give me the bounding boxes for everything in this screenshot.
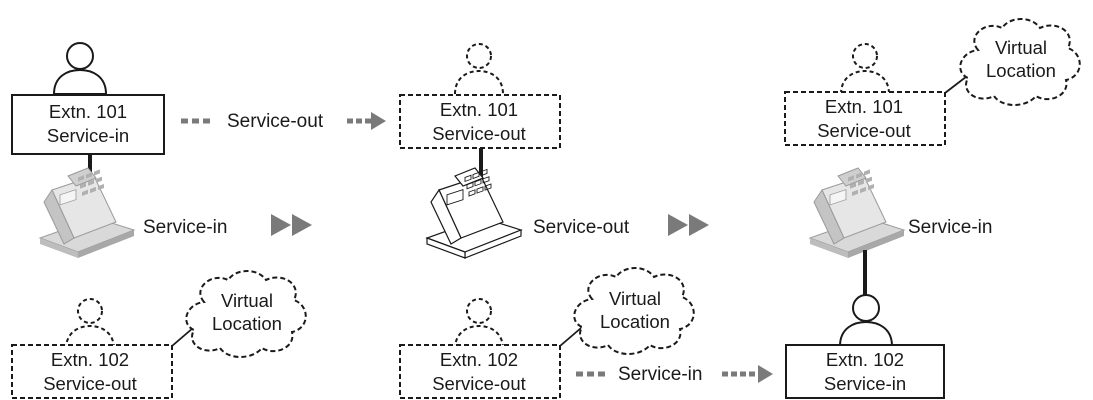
transition-arrow-top: Service-out [181,111,386,132]
arrow-label-service-out: Service-out [227,111,324,132]
extn-101-state: Service-out [432,123,526,144]
panel-1: Extn. 101 Service-in Service-in Extn. 10… [11,42,307,399]
cloud-line-1: Virtual [609,288,661,309]
extn-102-state: Service-out [432,373,526,394]
cloud-line-1: Virtual [221,290,273,311]
user-icon [839,294,893,347]
extn-101-name: Extn. 101 [49,101,127,122]
double-arrow-icon [271,214,312,236]
extn-102-state: Service-in [824,373,906,394]
extn-102-box [11,344,173,399]
panel-2: Extn. 101 Service-out Service-out Extn. … [399,43,695,399]
phone-icon [809,167,905,259]
phone-state-label: Service-out [533,217,630,238]
transition-arrow-bottom: Service-in [576,364,773,385]
extn-101-box [11,94,165,155]
extn-101-box [784,91,946,146]
extn-101-name: Extn. 101 [440,99,518,120]
extn-102-box [399,344,561,399]
extn-102-state: Service-out [43,373,137,394]
extn-102-name: Extn. 102 [51,349,129,370]
user-icon [454,43,504,95]
panel-3: Extn. 101 Service-out Virtual Location S… [784,18,1081,399]
phone-icon [426,167,522,259]
cloud-line-1: Virtual [995,37,1047,58]
user-icon [840,43,890,95]
phone-state-label: Service-in [143,217,227,238]
cloud-line-2: Location [600,311,670,332]
user-icon [65,298,115,350]
extn-101-state: Service-in [47,125,129,146]
extn-101-state: Service-out [817,120,911,141]
phone-icon [39,167,135,259]
user-icon [454,298,504,350]
extn-101-box [399,94,561,149]
cloud-line-2: Location [986,60,1056,81]
extn-102-name: Extn. 102 [440,349,518,370]
cloud-line-2: Location [212,313,282,334]
phone-state-label: Service-in [908,217,992,238]
extn-102-box [785,344,945,399]
double-arrow-icon [668,214,709,236]
extn-102-name: Extn. 102 [826,349,904,370]
user-icon [53,42,107,95]
arrow-label-service-in: Service-in [618,364,702,385]
extn-101-name: Extn. 101 [825,96,903,117]
